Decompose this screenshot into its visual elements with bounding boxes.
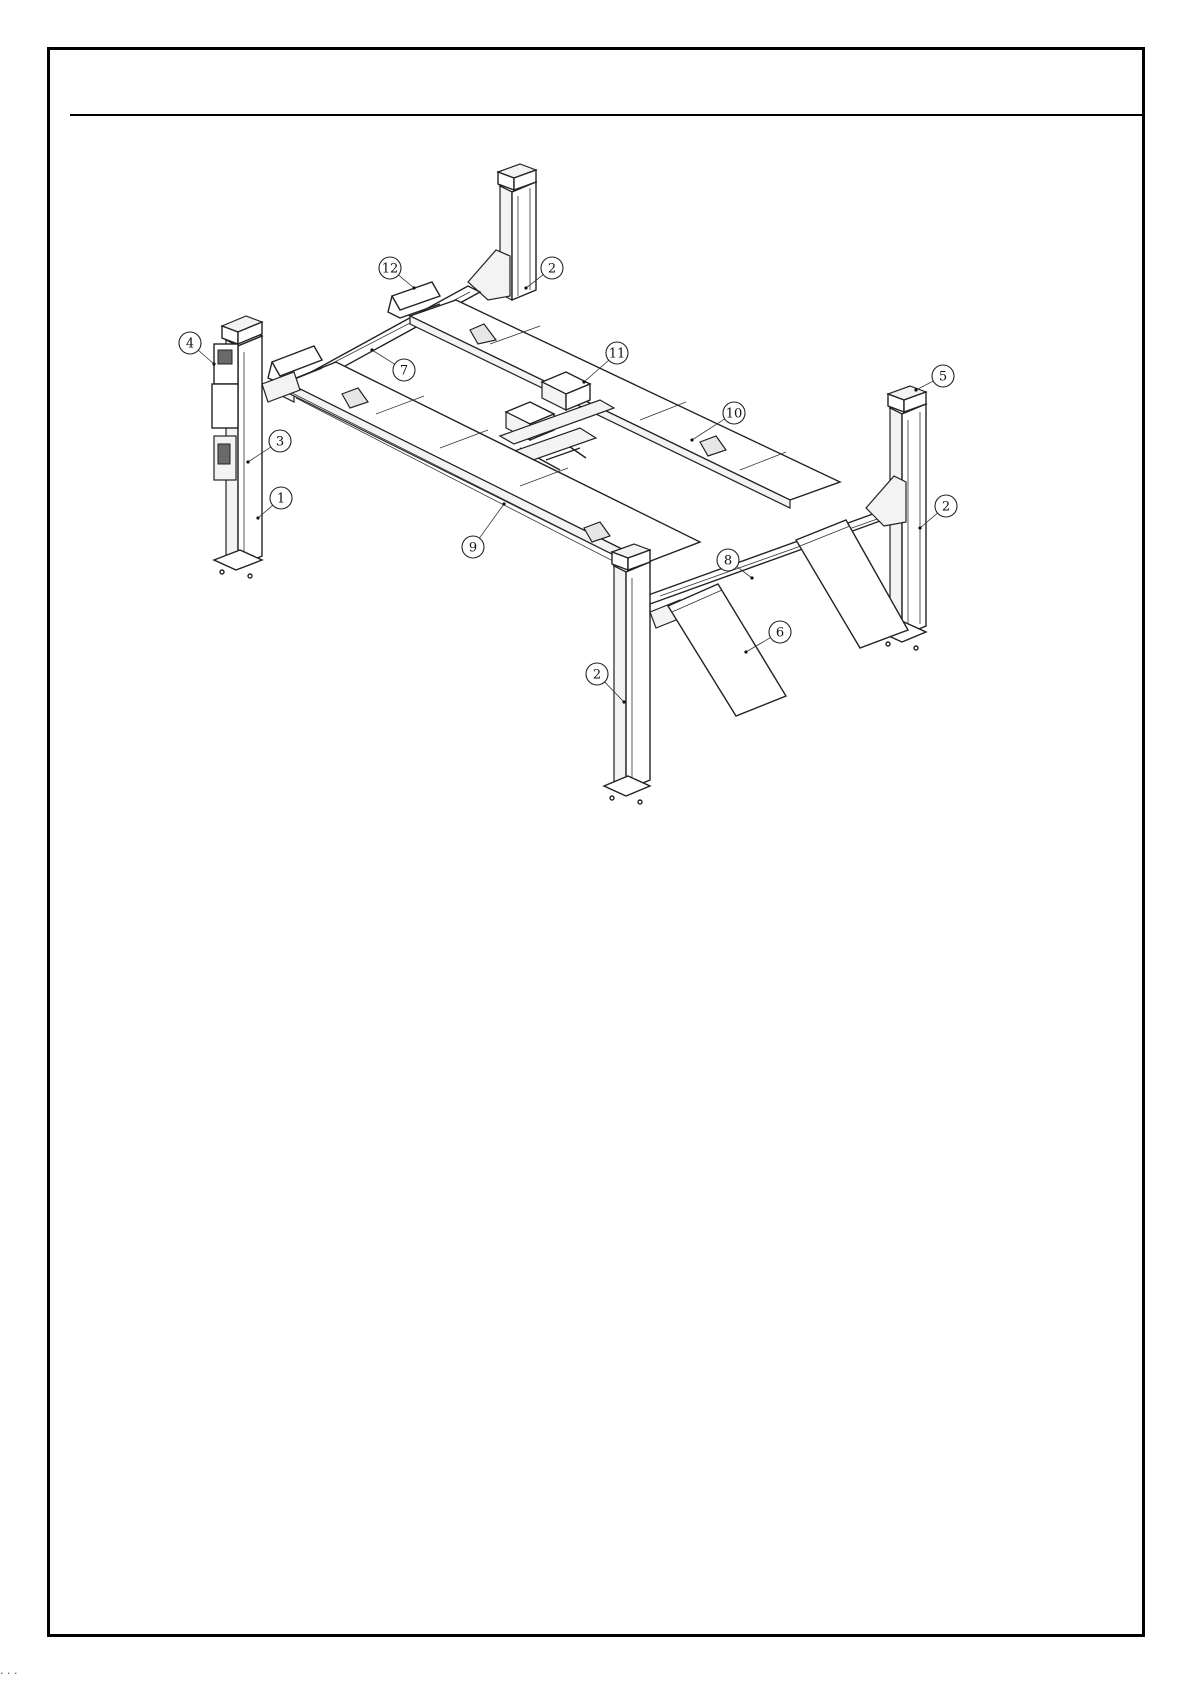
callout-label: 1 — [277, 492, 285, 507]
callout-dot — [744, 650, 747, 653]
callout-dot — [524, 286, 527, 289]
callout-label: 11 — [609, 347, 626, 362]
post-front-left — [604, 544, 686, 804]
callout-dot — [256, 516, 259, 519]
callout-c12: 12 — [379, 257, 416, 290]
callout-label: 4 — [186, 337, 194, 352]
callout-label: 2 — [942, 500, 950, 515]
callout-dot — [502, 502, 505, 505]
footer-text: · · · — [0, 1667, 17, 1680]
post-back-right — [468, 164, 536, 300]
ramp-front — [668, 584, 786, 716]
callout-c5: 5 — [914, 365, 954, 392]
callout-leader — [372, 350, 395, 364]
callout-dot — [212, 362, 215, 365]
callout-leader — [479, 504, 504, 538]
callout-dot — [246, 460, 249, 463]
callout-dot — [750, 576, 753, 579]
callout-label: 8 — [724, 554, 732, 569]
callout-c7: 7 — [370, 348, 415, 381]
callout-c9: 9 — [462, 502, 506, 558]
callout-label: 6 — [776, 626, 784, 641]
callout-label: 7 — [400, 364, 408, 379]
callout-dot — [412, 286, 415, 289]
callout-dot — [582, 380, 585, 383]
callout-label: 5 — [939, 370, 947, 385]
callout-dot — [622, 700, 625, 703]
callout-dot — [690, 438, 693, 441]
callout-c4: 4 — [179, 332, 216, 366]
callout-c6: 6 — [744, 621, 791, 654]
callout-label: 12 — [382, 262, 399, 277]
callout-leader — [398, 275, 414, 288]
callout-dot — [370, 348, 373, 351]
callout-label: 2 — [548, 262, 556, 277]
callout-label: 9 — [469, 541, 477, 556]
callout-leader — [198, 350, 214, 364]
callout-leader — [916, 381, 933, 390]
callout-dot — [918, 526, 921, 529]
callout-dot — [914, 388, 917, 391]
callout-label: 2 — [593, 668, 601, 683]
callout-label: 10 — [726, 407, 743, 422]
callout-label: 3 — [276, 435, 284, 450]
